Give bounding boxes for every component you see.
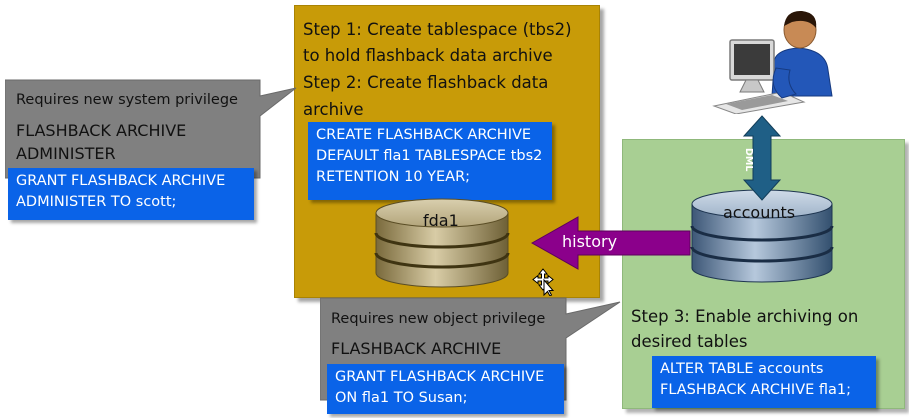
alter-table-code-line2: FLASHBACK ARCHIVE fla1;	[660, 382, 852, 398]
grant-object-privilege-code-box: GRANT FLASHBACK ARCHIVE ON fla1 TO Susan…	[327, 364, 564, 414]
step1-line1: Step 1: Create tablespace (tbs2)	[303, 20, 572, 39]
step2-line1: Step 2: Create flashback data	[303, 73, 549, 92]
fda1-label: fda1	[423, 211, 459, 230]
grant-system-privilege-code-line2: ADMINISTER TO scott;	[16, 194, 177, 210]
user-at-computer-icon	[712, 10, 833, 114]
step1-line2: to hold flashback data archive	[303, 46, 553, 65]
fda1-database-icon	[374, 198, 510, 288]
system-privilege-name-line2: ADMINISTER	[16, 144, 116, 163]
step3-line1: Step 3: Enable archiving on	[631, 307, 859, 326]
grant-object-privilege-code-line2: ON fla1 TO Susan;	[335, 390, 468, 406]
accounts-label: accounts	[723, 203, 796, 222]
grant-system-privilege-code-box: GRANT FLASHBACK ARCHIVE ADMINISTER TO sc…	[8, 168, 254, 220]
grant-object-privilege-code-line1: GRANT FLASHBACK ARCHIVE	[335, 369, 545, 385]
create-archive-code-line1: CREATE FLASHBACK ARCHIVE	[316, 127, 532, 143]
history-label: history	[562, 232, 618, 251]
alter-table-code-box: ALTER TABLE accounts FLASHBACK ARCHIVE f…	[652, 356, 876, 408]
object-privilege-name: FLASHBACK ARCHIVE	[331, 339, 502, 358]
create-archive-code-line3: RETENTION 10 YEAR;	[316, 169, 471, 185]
system-privilege-name-line1: FLASHBACK ARCHIVE	[16, 121, 187, 140]
create-archive-code-line2: DEFAULT fla1 TABLESPACE tbs2	[316, 148, 543, 164]
move-cursor-icon	[532, 268, 554, 296]
alter-table-code-line1: ALTER TABLE accounts	[660, 361, 824, 377]
step3-line2: desired tables	[631, 332, 748, 351]
step2-line2: archive	[303, 100, 364, 119]
history-arrow	[530, 216, 691, 270]
dml-label: DML	[743, 148, 754, 172]
object-privilege-heading: Requires new object privilege	[331, 311, 546, 327]
accounts-database-icon	[690, 189, 834, 283]
create-archive-code-box: CREATE FLASHBACK ARCHIVE DEFAULT fla1 TA…	[308, 122, 552, 200]
grant-system-privilege-code-line1: GRANT FLASHBACK ARCHIVE	[16, 173, 226, 189]
dml-double-arrow	[742, 115, 782, 201]
system-privilege-heading: Requires new system privilege	[16, 92, 238, 108]
